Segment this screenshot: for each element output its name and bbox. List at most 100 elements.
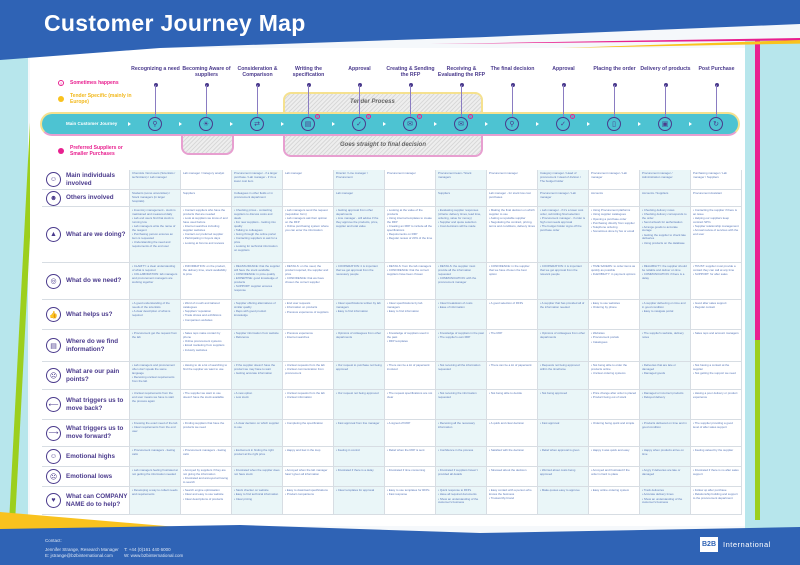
cell-item: • Show an understanding of the customer'… bbox=[642, 496, 683, 505]
cell-item: • COLLABORATION: lab managers and procur… bbox=[132, 272, 178, 284]
cell-item: • Asking a reputable supplier bbox=[489, 216, 526, 221]
cell-item: • Getting the supplier to check late del… bbox=[642, 232, 686, 241]
grid-cell: • Annoyed and frustrated if the order is… bbox=[589, 467, 640, 487]
journey-arrow-icon bbox=[638, 122, 641, 126]
grid-cell: • A good selection of RFPs bbox=[487, 300, 538, 330]
cell-item: Procurement Assistant bbox=[693, 191, 722, 195]
cell-item: • Trade shows and exhibitions bbox=[183, 313, 222, 318]
cell-item: • A supplier delivering on time and in g… bbox=[642, 301, 686, 309]
cell-item: • Comparison websites bbox=[183, 317, 213, 322]
cell-item: • CLARITY: a clear understanding of what… bbox=[132, 264, 176, 272]
row-title: Emotional highs bbox=[66, 452, 115, 460]
grid-cell: • If the supplier doesn't have the produ… bbox=[232, 362, 283, 390]
cell-item: • The supplier we want to use doesn't ha… bbox=[183, 391, 224, 399]
grid-cell: • Supplier information from website• Ref… bbox=[232, 330, 283, 362]
logo-text: International bbox=[723, 540, 771, 549]
cell-item: • Frustrated and annoyed at having to se… bbox=[183, 476, 229, 484]
cell-item: • Fast approval from line manager bbox=[336, 421, 380, 425]
cell-item: • CONFIDENCE: that we have chosen the co… bbox=[285, 275, 324, 284]
cell-item: • Procurement managers - feeling calm bbox=[132, 448, 176, 456]
row-title: Emotional lows bbox=[66, 472, 113, 480]
cell-item: Accounts bbox=[591, 191, 603, 195]
grid-cell: • Getting approval from other department… bbox=[334, 207, 385, 263]
cell-item: • Unclear information bbox=[285, 395, 312, 400]
stage-connector bbox=[563, 85, 564, 117]
green-stripe-right bbox=[755, 340, 760, 520]
cell-item: • Not receiving all the information requ… bbox=[438, 363, 481, 371]
grid-cell: • Not having a contact at the supplier• … bbox=[691, 362, 742, 390]
grid-cell: • Having to do a lot of searching to fin… bbox=[181, 362, 232, 390]
cell-item: Purchasing manager / Lab manager / Suppl… bbox=[693, 171, 727, 179]
cell-item: • Delayed delivery bbox=[642, 395, 666, 400]
grid-cell bbox=[385, 190, 436, 207]
row-label: ▲What are we doing? bbox=[42, 207, 130, 263]
cell-item: • DETAILS: from the lab managers bbox=[387, 264, 432, 268]
cell-item: • A supplier that has provided all of th… bbox=[540, 301, 585, 309]
cell-item: • Regular review of 20% of the time bbox=[387, 236, 433, 241]
cell-item: • Stressed about the decision bbox=[489, 468, 527, 472]
cell-item: • Damaged goods bbox=[642, 371, 666, 376]
cell-item: • DETAILS: the supplier must provide all… bbox=[438, 264, 476, 276]
cell-item: • The request specifications are not cle… bbox=[387, 391, 433, 399]
row-title: What triggers us to move forward? bbox=[66, 425, 124, 440]
cell-item: • Requirements on RFP bbox=[387, 232, 418, 237]
cell-item: • The supplier's own RFP bbox=[438, 335, 471, 340]
grid-cell: • Frustrated if suppliers haven't provid… bbox=[436, 467, 487, 487]
cell-item: • Low stock bbox=[234, 395, 249, 400]
cell-item: • Cost decisions will be made bbox=[438, 224, 476, 229]
contact-email[interactable]: E: jstrange@b2binternational.com bbox=[45, 553, 113, 558]
cell-item: • Going through the online portal bbox=[234, 232, 276, 237]
cell-item: • Easy to use websites bbox=[591, 301, 620, 305]
cell-item: • Helping our suppliers keep contract SP… bbox=[693, 216, 730, 224]
grid-cell: • Ordering being quick and simple bbox=[589, 420, 640, 447]
stage-connector bbox=[461, 85, 462, 117]
grid-cell: • Unclear requests from the lab• Unclear… bbox=[283, 362, 334, 390]
grid-cell: • Lab managers and procurement often don… bbox=[130, 362, 181, 390]
cell-item: • Good after sales support bbox=[693, 301, 727, 305]
grid-cell: • INFORMATION: on the product, the deliv… bbox=[181, 263, 232, 300]
grid-cell: • Frustrated when the supplier does not … bbox=[232, 467, 283, 487]
cell-item: • Unclear requests from the lab bbox=[285, 391, 325, 395]
stage-heading: Consideration & Comparison bbox=[237, 66, 278, 78]
row-title: What are our pain points? bbox=[66, 367, 120, 383]
cell-item: • Frustrated when the supplier does not … bbox=[234, 468, 280, 476]
cell-item: • Procurement managers - feeling calm bbox=[183, 448, 227, 456]
arrow-right-icon: ⟶ bbox=[46, 425, 61, 441]
cell-item: • Purchasing person ensures an item is r… bbox=[132, 232, 174, 240]
cell-item: Students (some universities) / Stock man… bbox=[132, 191, 171, 203]
cell-item: Procurement manager - if a larger purcha… bbox=[234, 171, 278, 183]
contact-website[interactable]: W: www.b2binternational.com bbox=[124, 553, 184, 558]
grid-cell: • Easy contact with a person who knows t… bbox=[487, 487, 538, 515]
cell-item: • Developing a way to collect needs and … bbox=[132, 488, 178, 496]
cell-item: Lab manager / Category analyst bbox=[183, 171, 225, 175]
cell-item: • Clear descriptions of products bbox=[183, 496, 224, 501]
legend-label: Tender Specific (mainly in Europe) bbox=[70, 93, 132, 105]
cell-item: • TRUST: supplier must provide a contact… bbox=[693, 264, 736, 272]
grid-cell: • A good understanding of the needs of t… bbox=[130, 300, 181, 330]
cell-item: • Requests not being approved within the… bbox=[540, 363, 580, 371]
grid-cell: • Clear breakdown of costs• Ease of info… bbox=[436, 300, 487, 330]
yellow-dot-icon bbox=[58, 96, 64, 102]
cell-item: • Using internal templates to create the… bbox=[387, 216, 432, 224]
stage-connector bbox=[359, 85, 360, 117]
grid-cell: • Completing the specification bbox=[283, 420, 334, 447]
cell-item: • Unclear requirements from the end user… bbox=[132, 391, 174, 403]
cell-item: • Knowledge of suppliers in the past bbox=[438, 331, 484, 335]
cell-item: • Confidence in the process bbox=[438, 448, 474, 452]
grid-cell: • CONFIDENCE: in the supplier that we ha… bbox=[487, 263, 538, 300]
grid-cell: • Track deliveries• Accurate delivery ti… bbox=[640, 487, 691, 515]
row-label: ⟶ What triggers us to move forward? bbox=[42, 420, 130, 447]
cell-item: • A clear decision on which supplier to … bbox=[234, 421, 280, 429]
row-label: ☺Main individuals involved bbox=[42, 170, 130, 190]
cell-item: • Lab managers feeling frustrated at not… bbox=[132, 468, 178, 476]
cell-item: • Satisfied with the decision bbox=[489, 448, 525, 452]
cell-item: Suppliers bbox=[183, 191, 196, 195]
cell-item: • Search engine optimisation bbox=[183, 488, 220, 492]
grid-cell: • The request specifications are not cle… bbox=[385, 390, 436, 420]
exclamation-icon: ! bbox=[58, 80, 64, 86]
cell-item: • Unclear communication from procurement bbox=[285, 367, 324, 376]
cell-item: • EXPERTISE: good knowledge of products bbox=[234, 276, 278, 285]
cell-item: • Ease of information bbox=[438, 305, 465, 310]
journey-arrow-icon bbox=[587, 122, 590, 126]
journey-arrow-icon bbox=[179, 122, 182, 126]
